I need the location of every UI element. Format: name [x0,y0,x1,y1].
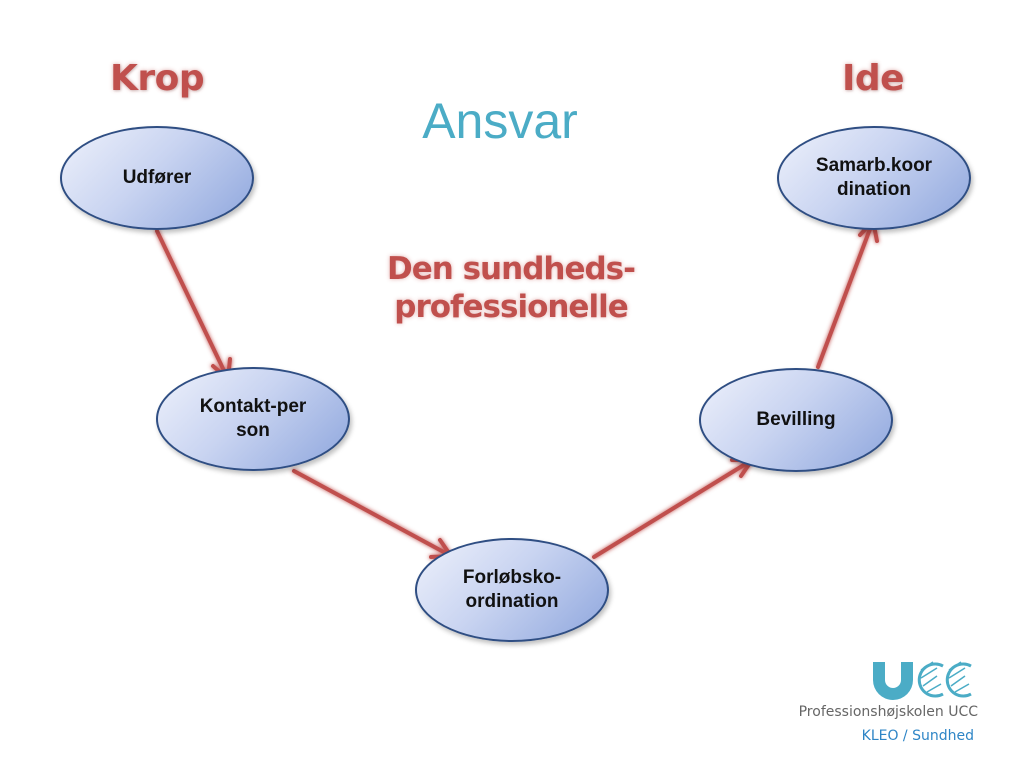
node-samarbkoordination: Samarb.koordination [777,126,971,230]
arrow-forlob-to-bevilling [592,458,754,559]
node-forlobskoordination: Forløbsko-ordination [415,538,609,642]
node-udforer: Udfører [60,126,254,230]
slide-subtitle: Den sundheds-professionelle [386,251,636,325]
ucc-logo [873,661,972,700]
label-ide: Ide [842,58,905,99]
node-label: Udfører [122,167,192,188]
arrow-kontakt-to-forlob [292,469,453,559]
node-kontakt-person: Kontakt-person [156,367,350,471]
node-label: Forløbsko-ordination [462,567,562,612]
node-label: Kontakt-person [199,396,307,441]
slide-title: Ansvar [422,93,578,149]
node-bevilling: Bevilling [699,368,893,472]
arrow-bevilling-to-samarb [816,219,879,369]
unit-name: KLEO / Sundhed [861,728,974,744]
organization-name: Professionshøjskolen UCC [798,704,978,720]
arrow-udforer-to-kontakt [155,229,232,381]
node-label: Samarb.koordination [815,155,933,200]
node-label: Bevilling [756,409,836,430]
label-krop: Krop [110,58,205,99]
